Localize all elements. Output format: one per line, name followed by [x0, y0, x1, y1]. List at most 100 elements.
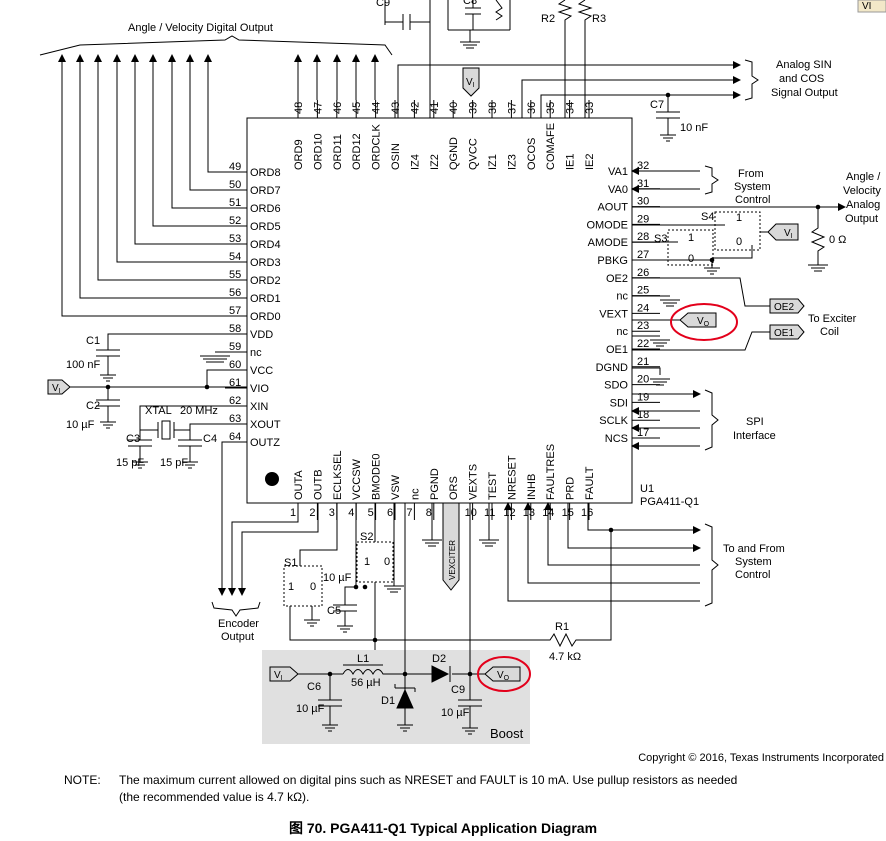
pin-number: 18	[637, 409, 649, 421]
pin-name: ORDCLK	[371, 123, 383, 170]
control-label: Control	[735, 194, 770, 206]
s3-pos1: 1	[688, 232, 694, 244]
pin-name: BMODE0	[371, 454, 383, 500]
corner-fragment-text: VI	[862, 1, 871, 12]
vi-left-tag	[47, 379, 71, 395]
pin-number: 13	[523, 507, 535, 519]
pin-number: 8	[426, 507, 432, 519]
analog-cos-label: and COS	[779, 73, 824, 85]
pin-number: 60	[229, 359, 241, 371]
pin-number: 38	[487, 102, 499, 114]
l1-ref: L1	[357, 653, 369, 665]
pin-number: 20	[637, 374, 649, 386]
pin-number: 27	[637, 249, 649, 261]
r3-ref: R3	[592, 13, 606, 25]
pin-name: AOUT	[597, 202, 628, 214]
vcc-vio-wire	[70, 369, 247, 429]
pin-number: 49	[229, 161, 241, 173]
pin-number: 59	[229, 341, 241, 353]
pin-number: 25	[637, 285, 649, 297]
pin-name: PGND	[429, 468, 441, 500]
vo-boost-highlight	[477, 656, 531, 692]
pin-name: INHB	[526, 474, 538, 500]
output-label: Output	[845, 213, 878, 225]
pin-name: VEXT	[599, 308, 628, 320]
vi-top-tag	[462, 67, 480, 97]
prd-wire	[567, 503, 701, 552]
pin-number: 57	[229, 305, 241, 317]
c3-ref: C3	[126, 433, 140, 445]
pin-number: 26	[637, 267, 649, 279]
pin-number: 3	[329, 507, 335, 519]
pin-name: QVCC	[468, 138, 480, 170]
omode-wire	[632, 224, 768, 275]
pin-name: OE2	[606, 273, 628, 285]
c3-value: 15 pF	[116, 457, 144, 469]
pin-name: NCS	[605, 433, 628, 445]
c8-ref: C8	[463, 0, 477, 7]
pin-name: COMAFE	[545, 123, 557, 170]
pin-number: 31	[637, 178, 649, 190]
vi-left-label: VI	[52, 383, 61, 395]
c4-value: 15 pF	[160, 457, 188, 469]
c2-value: 10 µF	[66, 419, 95, 431]
ord-output-arrow	[204, 54, 225, 173]
pin-number: 16	[581, 507, 593, 519]
c6-ref: C6	[307, 681, 321, 693]
spi-brace	[704, 389, 719, 451]
pin-name: OMODE	[586, 219, 628, 231]
pin-name: ECLKSEL	[332, 450, 344, 500]
pgnd-ground	[422, 503, 499, 547]
pin-number: 32	[637, 160, 649, 172]
s4-switch[interactable]	[714, 211, 761, 251]
vi-boost-label: VI	[274, 670, 283, 682]
pin-name: OUTA	[293, 470, 305, 500]
pin-number: 33	[584, 102, 596, 114]
r-aout-value: 0 Ω	[829, 234, 846, 246]
r2-r3-symbols	[557, 0, 593, 118]
pin-name: ORD11	[332, 134, 344, 170]
pin-number: 28	[637, 231, 649, 243]
outz-wire	[218, 441, 247, 596]
note-body: The maximum current allowed on digital p…	[119, 772, 859, 806]
ord-output-arrow	[113, 54, 225, 263]
vi-s4-tag	[767, 223, 799, 241]
pin-name: IZ2	[429, 154, 441, 170]
pin-name: AMODE	[588, 237, 628, 249]
l1-value: 56 µH	[351, 677, 381, 689]
r1-wire	[290, 530, 612, 648]
ord-output-arrow	[149, 54, 225, 227]
d1-symbol	[394, 684, 416, 709]
s1-switch[interactable]	[283, 565, 323, 607]
pin-number: 21	[637, 356, 649, 368]
xtal-value: 20 MHz	[180, 405, 218, 417]
pin-name: ORD8	[250, 167, 281, 179]
pin-number: 19	[637, 391, 649, 403]
pin-number: 45	[351, 102, 363, 114]
pin-number: 4	[348, 507, 354, 519]
c1-value: 100 nF	[66, 359, 101, 371]
c5-ref: C5	[327, 605, 341, 617]
pin-name: QGND	[448, 137, 460, 170]
oe2-wire	[632, 277, 770, 307]
pin-name: nc	[616, 326, 628, 338]
pin-name: ORD9	[293, 139, 305, 170]
pin-name: FAULTRES	[545, 444, 557, 500]
s2-ref: S2	[360, 531, 373, 543]
s3-pos0: 0	[688, 253, 694, 265]
pin-number: 7	[406, 507, 412, 519]
ord-output-arrow	[131, 54, 225, 245]
pin-number: 46	[332, 102, 344, 114]
pin-number: 54	[229, 251, 241, 263]
oe1-wire	[632, 331, 770, 351]
pin-number: 48	[293, 102, 305, 114]
vo-vext-highlight	[670, 303, 738, 341]
pin-number: 43	[390, 102, 402, 114]
c9-value: 10 µF	[441, 707, 470, 719]
pin-number: 37	[506, 102, 518, 114]
pin-number: 63	[229, 413, 241, 425]
s1-ref: S1	[284, 557, 297, 569]
xtal-wires	[128, 405, 247, 469]
qgnd-ground	[460, 30, 480, 49]
